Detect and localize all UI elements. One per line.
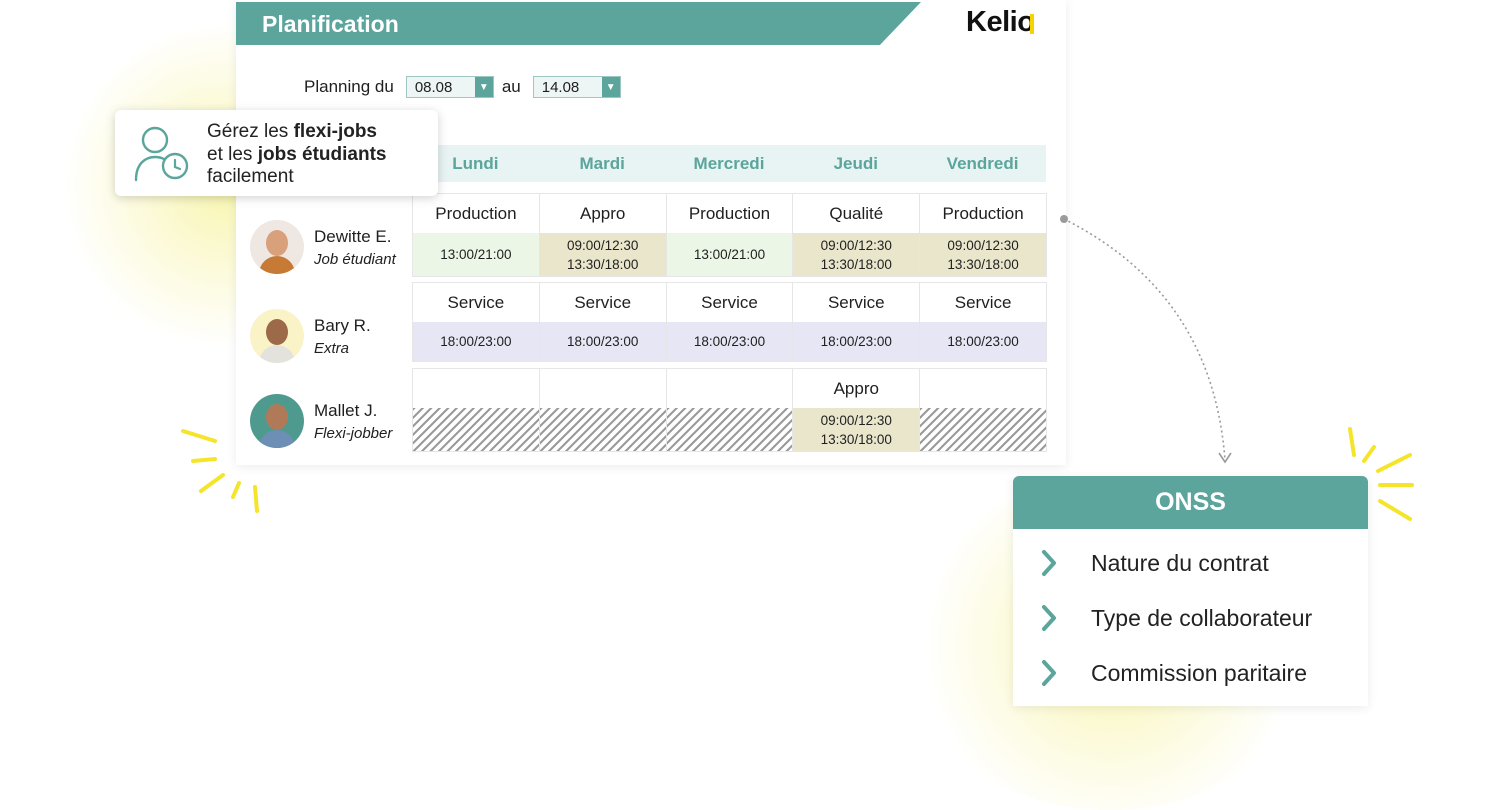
employee-role: Extra [314,339,350,357]
shift-cell[interactable]: Service 18:00/23:00 [538,282,667,362]
employee-name: Bary R. [314,315,371,335]
shift-label: Production [413,194,539,233]
date-range: Planning du 08.08 ▼ au 14.08 ▼ [304,76,629,98]
schedule-row-bary: Service 18:00/23:00 Service 18:00/23:00 … [412,282,1047,362]
shift-cell[interactable] [919,368,1047,452]
onss-item: Commission paritaire [1039,658,1307,688]
day-header: Mardi [579,154,625,173]
avatar [250,220,304,274]
date-separator: au [501,77,521,96]
shift-label: Appro [539,194,666,233]
planning-panel: Planification Kelio Planning du 08.08 ▼ … [236,0,1066,465]
shift-cell[interactable]: Service 18:00/23:00 [665,282,794,362]
onss-item: Type de collaborateur [1039,603,1312,633]
feature-callout: Gérez les flexi-jobs et les jobs étudian… [115,110,438,196]
kelio-logo: Kelio [966,6,1035,38]
user-clock-icon [134,126,189,182]
schedule-row-dewitte: Production 13:00/21:00 Appro 09:00/12:30… [412,193,1047,277]
employee-name: Mallet J. [314,400,378,420]
sparkle-rays [1348,427,1414,521]
callout-text: Gérez les flexi-jobs et les jobs étudian… [207,121,387,187]
shift-label: Service [539,283,666,322]
shift-label: Service [413,283,539,322]
shift-cell[interactable]: Production 13:00/21:00 [412,193,540,277]
onss-item: Nature du contrat [1039,548,1269,578]
dropdown-arrow-icon[interactable]: ▼ [474,77,493,97]
avatar [250,394,304,448]
shift-label: Service [793,283,920,322]
days-header: Lundi Mardi Mercredi Jeudi Vendredi [412,145,1046,182]
chevron-right-icon [1042,605,1056,631]
day-header: Lundi [452,154,499,173]
date-label: Planning du [304,77,394,96]
onss-item-label: Type de collaborateur [1091,604,1313,631]
shift-label [539,369,666,408]
sparkle-rays [181,429,259,513]
shift-label: Qualité [793,194,920,233]
shift-label: Appro [793,369,920,408]
shift-label [666,369,793,408]
dropdown-arrow-icon[interactable]: ▼ [601,77,620,97]
unavailable-slot [666,408,793,451]
connector-arrow [1060,215,1232,464]
shift-time: 18:00/23:00 [793,322,920,361]
onss-item-label: Nature du contrat [1091,549,1269,576]
date-to-select[interactable]: 14.08 ▼ [532,76,621,98]
unavailable-slot [413,408,539,451]
shift-cell[interactable]: Production 13:00/21:00 [665,193,794,277]
panel-title: Planification [262,11,399,37]
employee-role: Flexi-jobber [314,424,393,442]
shift-label: Production [920,194,1046,233]
day-header: Jeudi [833,154,878,173]
shift-cell[interactable]: Service 18:00/23:00 [792,282,921,362]
employee-role: Job étudiant [314,250,396,268]
date-from-select[interactable]: 08.08 ▼ [405,76,494,98]
shift-time: 18:00/23:00 [413,322,539,361]
shift-label: Production [666,194,793,233]
date-from-value: 08.08 [414,78,453,96]
day-header: Mercredi [693,154,765,173]
onss-card: ONSS Nature du contrat Type de collabora… [1013,476,1368,706]
shift-label [920,369,1046,408]
employee-bary[interactable]: Bary R. Extra [250,309,371,363]
shift-cell[interactable] [665,368,794,452]
shift-time: 13:00/21:00 [413,233,539,276]
panel-header: Planification [236,2,921,45]
onss-item-label: Commission paritaire [1091,659,1308,686]
day-header: Vendredi [946,154,1019,173]
employee-dewitte[interactable]: Dewitte E. Job étudiant [250,220,396,274]
shift-label: Service [920,283,1046,322]
shift-time: 18:00/23:00 [539,322,666,361]
shift-cell[interactable]: Service 18:00/23:00 [412,282,540,362]
chevron-right-icon [1042,660,1056,686]
unavailable-slot [920,408,1046,451]
shift-cell[interactable] [538,368,667,452]
shift-time: 18:00/23:00 [920,322,1046,361]
shift-label [413,369,539,408]
employee-name: Dewitte E. [314,226,392,246]
unavailable-slot [539,408,666,451]
employee-mallet[interactable]: Mallet J. Flexi-jobber [250,394,392,448]
date-to-value: 14.08 [541,78,580,96]
onss-title: ONSS [1013,476,1368,529]
avatar [250,309,304,363]
chevron-right-icon [1042,550,1056,576]
shift-cell[interactable] [412,368,540,452]
shift-cell[interactable]: Service 18:00/23:00 [919,282,1047,362]
shift-label: Service [666,283,793,322]
shift-time: 18:00/23:00 [666,322,793,361]
shift-time: 13:00/21:00 [666,233,793,276]
